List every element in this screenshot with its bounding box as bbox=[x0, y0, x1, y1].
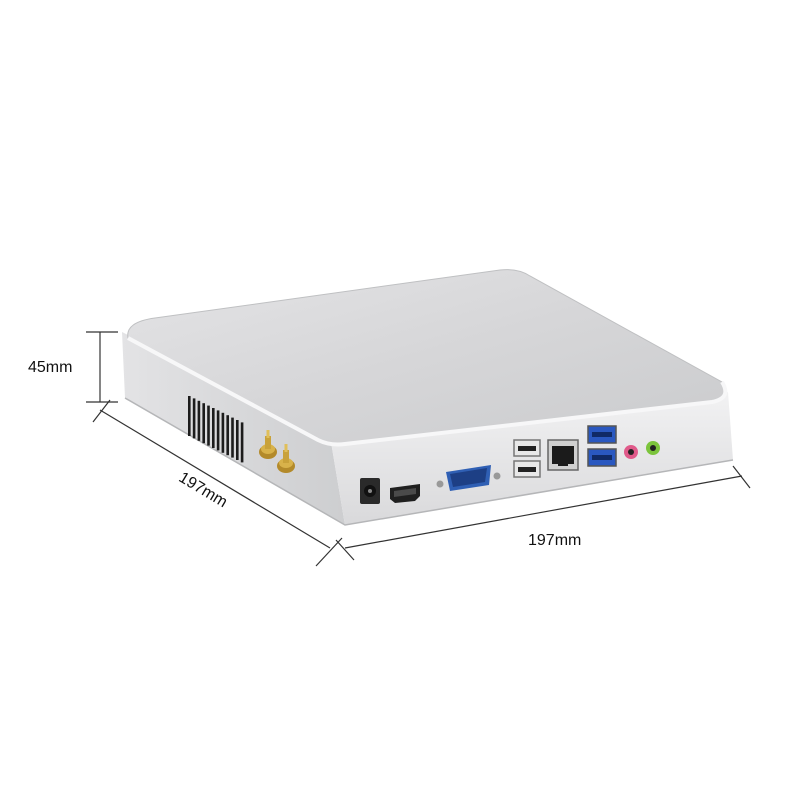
vent-slot bbox=[236, 420, 239, 460]
height-dimension bbox=[86, 331, 118, 403]
chassis-top-bevel bbox=[127, 336, 728, 447]
dc-power-jack bbox=[360, 478, 380, 504]
vent-slot bbox=[197, 400, 201, 441]
vent-slot bbox=[192, 398, 196, 439]
width-dimension bbox=[335, 465, 751, 561]
vent-slot bbox=[212, 408, 215, 448]
vent-slot bbox=[240, 422, 244, 463]
usb2-ports bbox=[513, 439, 541, 478]
vent-slot bbox=[226, 415, 229, 456]
ethernet-port bbox=[547, 439, 579, 471]
side-vent-grille bbox=[188, 396, 244, 463]
vent-slot bbox=[221, 412, 225, 453]
hdmi-port bbox=[390, 484, 420, 503]
antenna-connector bbox=[259, 430, 277, 459]
vent-slot bbox=[207, 405, 210, 446]
vent-slot bbox=[231, 417, 234, 458]
height-label: 45mm bbox=[28, 359, 72, 376]
audio-mic-jack bbox=[624, 445, 638, 459]
vent-slot bbox=[188, 396, 191, 436]
vent-slot bbox=[216, 410, 220, 451]
vga-port bbox=[436, 465, 501, 491]
usb3-ports bbox=[587, 425, 617, 467]
audio-line-out-jack bbox=[646, 441, 660, 455]
antenna-connector bbox=[277, 444, 295, 473]
depth-label: 197mm bbox=[176, 469, 230, 511]
width-label: 197mm bbox=[528, 532, 581, 549]
vent-slot bbox=[202, 403, 205, 444]
mini-pc-chassis bbox=[122, 269, 734, 526]
